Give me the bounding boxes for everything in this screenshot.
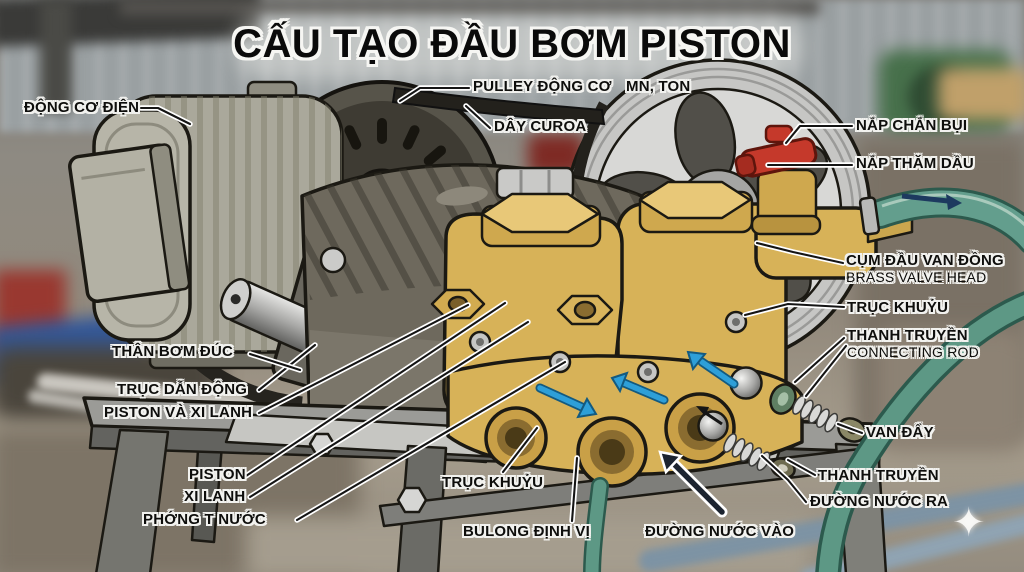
motor-junction-box bbox=[68, 143, 191, 303]
callout-day-curoa: DÂY CUROA bbox=[494, 118, 587, 135]
callout-duong-nuoc-vao: ĐƯỜNG NƯỚC VÀO bbox=[645, 523, 795, 540]
water-flow-arrows bbox=[535, 350, 739, 419]
callout-thanh-truyen-bottom: THANH TRUYỀN bbox=[818, 467, 939, 484]
page-title: CẤU TẠO ĐẦU BƠM PISTON bbox=[233, 22, 791, 66]
v-belt bbox=[391, 86, 606, 126]
valve-spring-exploded bbox=[792, 395, 839, 433]
callout-sub-text: BRASS VALVE HEAD bbox=[846, 269, 987, 286]
black-arrow bbox=[696, 406, 723, 426]
callout-van-day: VAN ĐẨY bbox=[866, 424, 934, 441]
inlet-arrow bbox=[658, 450, 728, 518]
callout-mn-ton: MN, TON bbox=[626, 78, 691, 95]
callout-sub-text: CONNECTING ROD bbox=[847, 344, 979, 361]
callout-main-text: THANH TRUYỀN bbox=[847, 327, 968, 344]
electric-motor bbox=[68, 80, 394, 412]
callout-duong-nuoc-ra: ĐƯỜNG NƯỚC RA bbox=[810, 493, 949, 510]
callout-cum-dau-van-dong: CỤM ĐẦU VAN ĐỒNG BRASS VALVE HEAD bbox=[846, 252, 1004, 286]
callout-pulley-dong-co: PULLEY ĐỘNG CƠ bbox=[473, 78, 612, 95]
wood-stack bbox=[938, 68, 1024, 120]
red-lever bbox=[734, 137, 818, 178]
green-water-hose bbox=[583, 187, 1024, 572]
sparkle-icon: ✦ bbox=[952, 501, 986, 545]
callout-truc-khuyu-right: TRỤC KHUỶU bbox=[847, 299, 949, 316]
callout-nap-tham-dau: NẮP THĂM DẦU bbox=[856, 155, 974, 172]
callout-bulong-dinh-vi: BULONG ĐỊNH VỊ bbox=[463, 523, 590, 540]
callout-than-bom-duc: THÂN BƠM ĐÚC bbox=[112, 343, 234, 360]
ceiling-beam bbox=[120, 0, 820, 15]
callout-phong-t-nuoc: PHỚNG T NƯỚC bbox=[143, 511, 266, 528]
callout-truc-dan-dong: TRỤC DẪN ĐỘNG bbox=[117, 381, 248, 398]
callout-piston: PISTON bbox=[189, 466, 246, 483]
ceiling-beam bbox=[40, 0, 72, 112]
callout-dong-co-dien: ĐỘNG CƠ ĐIỆN bbox=[24, 99, 140, 116]
unloader-valve bbox=[734, 124, 822, 236]
callout-xi-lanh: XI LANH bbox=[184, 488, 246, 505]
callout-nap-chan-bui: NẮP CHẮN BỤI bbox=[856, 117, 968, 134]
exploded-check-valves bbox=[696, 366, 867, 479]
hose-clamp bbox=[858, 196, 881, 236]
hex-plug bbox=[480, 180, 754, 248]
leader-lines bbox=[138, 85, 865, 524]
callout-thanh-truyen-right: THANH TRUYỀN CONNECTING ROD bbox=[847, 327, 979, 361]
callout-truc-khuyu-bottom: TRỤC KHUỶU bbox=[442, 474, 544, 491]
callout-piston-va-xi-lanh: PISTON VÀ XI LANH bbox=[104, 404, 253, 421]
flow-arrow-navy bbox=[901, 193, 962, 210]
callout-main-text: CỤM ĐẦU VAN ĐỒNG bbox=[846, 252, 1004, 269]
